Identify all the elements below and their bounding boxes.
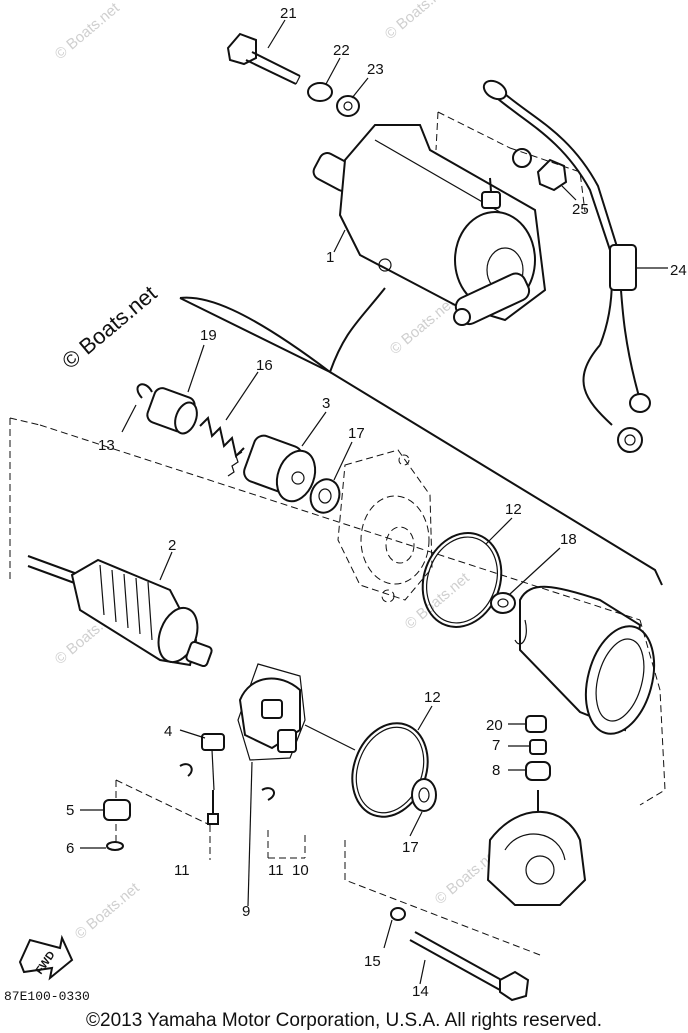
pinion-gear-3 <box>227 411 327 503</box>
callout-23: 23 <box>367 61 384 78</box>
callout-17a: 17 <box>348 425 365 442</box>
rear-cover <box>486 790 587 906</box>
watermark: © Boats.net <box>402 569 474 633</box>
callout-17b: 17 <box>402 839 419 856</box>
watermark: © Boats.net <box>387 294 459 358</box>
callout-19: 19 <box>200 327 217 344</box>
washer-22 <box>307 82 333 102</box>
copyright-notice: ©2013 Yamaha Motor Corporation, U.S.A. A… <box>86 1010 602 1031</box>
fwd-arrow-icon: FWD <box>18 934 74 981</box>
starter-motor-assembly-1 <box>312 124 547 326</box>
callout-24: 24 <box>670 262 687 279</box>
callouts: 21 22 23 25 24 1 19 16 3 13 17 12 18 2 1… <box>66 5 687 1000</box>
collar-19 <box>146 344 205 435</box>
starter-cable-24 <box>482 79 668 453</box>
nut-20 <box>508 715 547 733</box>
brush-holder-plate-9 <box>237 663 356 907</box>
circlip-13 <box>136 383 153 399</box>
brush-spring <box>179 763 193 777</box>
yoke-housing <box>514 585 656 735</box>
callout-16: 16 <box>256 357 273 374</box>
callout-12b: 12 <box>424 689 441 706</box>
callout-15: 15 <box>364 953 381 970</box>
diagram-code: 87E100-0330 <box>4 989 90 1004</box>
washer-7 <box>508 739 547 755</box>
brush-4 <box>179 729 225 825</box>
callout-10: 10 <box>292 862 309 879</box>
callout-11a: 11 <box>174 862 190 879</box>
callout-12a: 12 <box>505 501 522 518</box>
brush-spring-right <box>261 787 275 801</box>
watermark: © Boats.net <box>72 879 144 943</box>
washer-23 <box>336 95 360 117</box>
watermark: © Boats.net <box>382 0 454 43</box>
callout-9: 9 <box>242 903 250 920</box>
callout-1: 1 <box>326 249 334 266</box>
terminal-nut-5 <box>80 799 131 821</box>
callout-25: 25 <box>572 201 589 218</box>
washer-6 <box>80 841 124 851</box>
callout-6: 6 <box>66 840 74 857</box>
callout-3: 3 <box>322 395 330 412</box>
through-bolt-14 <box>409 931 530 1002</box>
watermark-large: © Boats.net <box>57 281 161 374</box>
callout-5: 5 <box>66 802 74 819</box>
callout-18: 18 <box>560 531 577 548</box>
callout-4: 4 <box>164 723 172 740</box>
bolt-21 <box>226 19 301 85</box>
washer-17-lower <box>411 778 437 812</box>
nut-25 <box>536 158 568 192</box>
washer-18 <box>490 592 516 614</box>
armature-2 <box>27 551 213 668</box>
front-housing <box>337 449 433 603</box>
washer-15 <box>390 907 406 921</box>
callout-7: 7 <box>492 737 500 754</box>
callout-21: 21 <box>280 5 297 22</box>
callout-8: 8 <box>492 762 500 779</box>
bushing-8 <box>508 761 551 781</box>
callout-11b: 11 <box>268 862 284 879</box>
callout-13: 13 <box>98 437 115 454</box>
watermark: © Boats.net <box>52 0 124 63</box>
callout-14: 14 <box>412 983 429 1000</box>
callout-22: 22 <box>333 42 350 59</box>
washer-17-upper <box>309 478 341 514</box>
callout-20: 20 <box>486 717 503 734</box>
spring-16 <box>199 371 259 458</box>
callout-2: 2 <box>168 537 176 554</box>
